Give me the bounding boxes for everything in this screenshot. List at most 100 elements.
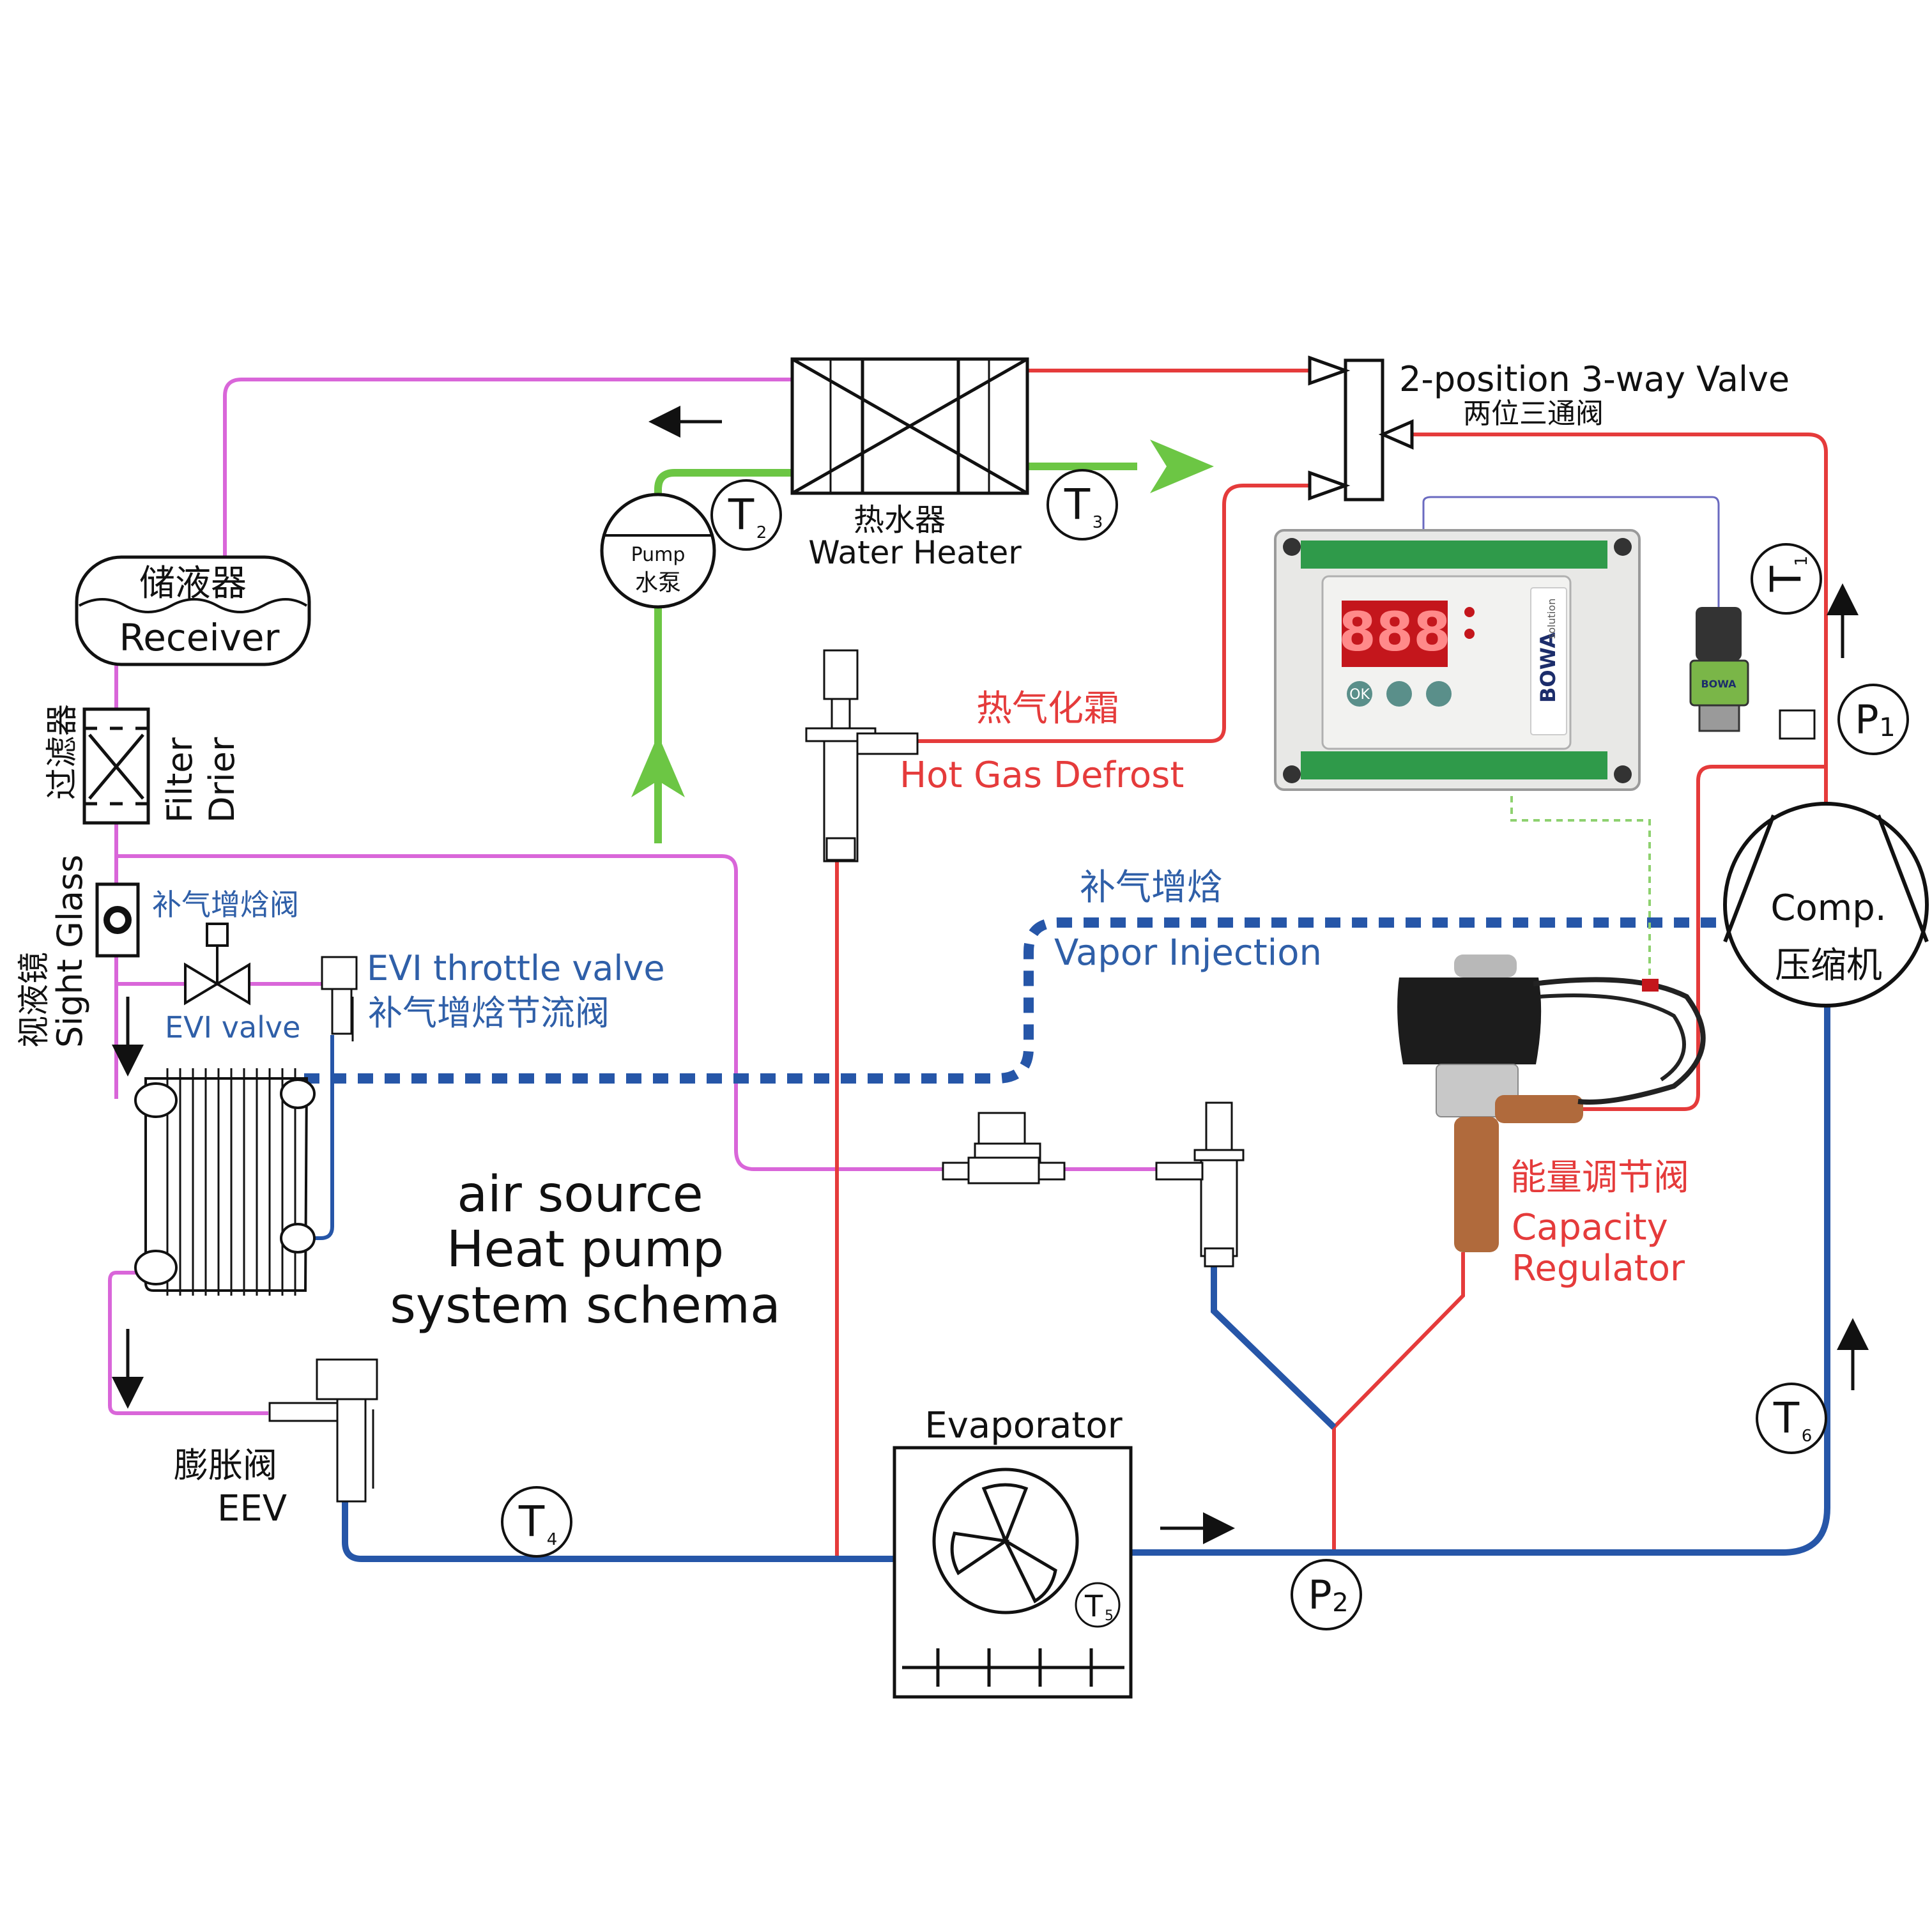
water-heater-cn: 热水器 [854,502,946,538]
svg-text:P: P [1855,696,1878,743]
vapor-injection-line [304,917,1719,1084]
capacity-regulator-en2: Regulator [1512,1248,1685,1289]
vapor-injection-cn: 补气增焓 [1080,867,1223,908]
suction-pipes [305,1003,1830,1562]
controller [1274,529,1641,791]
controller-brand-tag: solution [1545,599,1558,639]
hot-gas-capacity-down [1332,1252,1465,1552]
filter-drier-cn: 过滤器 [43,704,80,800]
signal-wire-controller [1510,773,1651,990]
compressor-en: Comp. [1770,887,1886,929]
evaporator [893,1446,1133,1699]
controller-ok-button: OK [1349,687,1370,703]
svg-text:P: P [1308,1572,1331,1618]
compressor-cn: 压缩机 [1775,945,1882,986]
sight-glass-cn: 视液镜 [15,952,52,1048]
svg-text:1: 1 [1879,713,1895,742]
controller-display: 888 [1338,601,1450,663]
vapor-injection-en: Vapor Injection [1054,932,1322,974]
hot-gas-3way-to-comp [1412,433,1828,805]
evi-throttle-en: EVI throttle valve [367,948,665,988]
water-loop-pipes [654,463,1137,843]
sensor-p2: P 2 [1291,1559,1362,1630]
svg-text:T: T [1773,1393,1800,1443]
liquid-branch-to-solenoid [116,854,1163,1171]
pump-en: Pump [631,544,686,566]
suction-injection-down [1211,1265,1337,1430]
filter-drier [82,707,150,825]
diagram-title-line1: air source [457,1166,703,1223]
capacity-regulator-cn: 能量调节阀 [1510,1157,1689,1199]
receiver [75,555,311,666]
sight-glass-en: Sight Glass [50,855,90,1048]
svg-text:2: 2 [756,523,767,542]
eev-en: EEV [217,1488,287,1529]
suction-exchanger-side [305,1035,334,1240]
pump [600,493,716,609]
svg-text:1: 1 [1792,556,1811,567]
diagram-title-line2: Heat pump [447,1221,724,1278]
hot-gas-defrost-valve [805,649,919,862]
evi-throttle-valve [321,956,358,1041]
sensor-t5: T 5 [1075,1582,1121,1628]
capacity-regulator [1397,954,1706,1252]
plate-heat-exchanger [134,1068,316,1296]
compressor [1723,802,1929,1008]
capacity-regulator-en1: Capacity [1512,1207,1668,1248]
water-heater [790,357,1029,495]
svg-text:T: T [518,1497,545,1546]
svg-text:2: 2 [1332,1588,1348,1618]
evi-valve-cn: 补气增焓阀 [152,887,299,922]
pressure-transducer-brand: BOWA [1701,678,1736,690]
water-pump-to-heater [654,469,792,511]
sensor-t3: T 3 [1046,469,1118,540]
water-heater-en: Water Heater [808,534,1022,571]
hot-gas-to-capacity [1572,765,1826,1111]
hot-gas-3way-to-defrost [914,484,1310,743]
pressure-transducer [1689,607,1816,740]
flow-arrows [112,406,1869,1544]
sensor-t2: T 2 [710,479,782,551]
three-way-valve-cn: 两位三通阀 [1463,397,1604,430]
suction-eev-to-evaporator [342,1501,894,1562]
evi-valve-en: EVI valve [165,1010,300,1045]
evi-valve [184,923,250,1006]
svg-text:T: T [1064,480,1091,529]
evaporator-label: Evaporator [924,1405,1123,1446]
svg-text:6: 6 [1802,1427,1813,1446]
filter-drier-en2: Drier [202,737,242,823]
svg-text:3: 3 [1092,513,1103,532]
three-way-valve-en: 2-position 3-way Valve [1399,359,1790,399]
diagram-title-line3: system schema [390,1277,781,1335]
receiver-en: Receiver [119,616,280,659]
evi-throttle-cn: 补气增焓节流阀 [368,993,610,1033]
sensor-t6: T 6 [1756,1383,1827,1454]
controller-brand: BOWA [1536,632,1560,703]
svg-text:4: 4 [547,1530,558,1549]
sensor-t1: T 1 [1751,543,1822,615]
sight-glass [95,882,140,958]
eev-valve [268,1358,378,1503]
injection-expansion-valve [1155,1101,1245,1268]
water-arrow-up [631,735,685,797]
liquid-heater-to-receiver [223,378,792,562]
eev-cn: 膨胀阀 [174,1445,277,1485]
liquid-exchanger-to-eev [108,1271,268,1415]
filter-drier-en1: Filter [160,737,200,823]
hot-gas-defrost-down [835,856,894,1561]
water-arrow-right [1150,440,1214,493]
suction-solenoid-valve [942,1112,1066,1184]
pressure-sensor-wire [1422,496,1720,607]
svg-text:T: T [728,490,755,539]
receiver-cn: 储液器 [139,563,247,604]
svg-text:5: 5 [1105,1608,1114,1624]
suction-evaporator-to-comp [1131,1003,1830,1556]
three-way-valve [1308,355,1414,502]
svg-text:T: T [1084,1589,1103,1623]
sensor-p1: P 1 [1837,684,1909,755]
hot-gas-defrost-en: Hot Gas Defrost [900,755,1184,796]
hot-gas-defrost-cn: 热气化霜 [976,688,1119,730]
svg-text:T: T [1761,565,1811,592]
sensor-t4: T 4 [501,1486,572,1558]
